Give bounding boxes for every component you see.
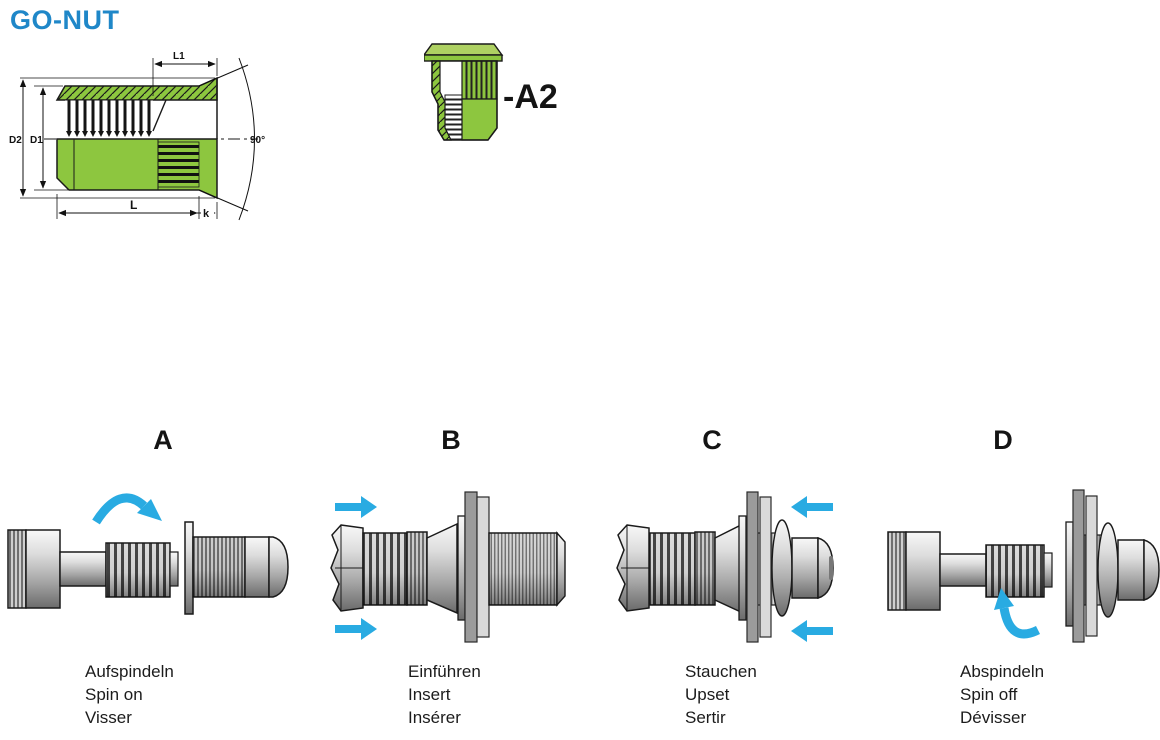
dim-d1: D1 — [30, 135, 43, 146]
spin-arrow — [92, 493, 148, 525]
rivet-nut-3d — [424, 43, 504, 141]
dim-l: L — [130, 198, 137, 212]
nut-body — [1117, 539, 1145, 601]
step-d-label: D — [993, 425, 1013, 455]
pull-arrow-bottom — [791, 620, 833, 642]
page-title: GO-NUT — [10, 5, 120, 35]
dim-l1: L1 — [173, 51, 185, 62]
tool-shaft — [59, 551, 107, 587]
tool-tip — [169, 551, 179, 587]
caption-line: Sertir — [685, 708, 726, 727]
spin-off-arrow — [999, 607, 1041, 639]
nut-body — [244, 536, 270, 598]
step-b-illustration — [330, 491, 566, 643]
step-c-illustration — [616, 491, 834, 643]
caption-line: Einführen — [408, 662, 481, 681]
workpiece-plate-dark — [464, 491, 478, 643]
nut-flange — [738, 515, 747, 621]
nut-end-chamfer — [556, 531, 566, 607]
tool-tip — [1043, 552, 1053, 588]
nut-bulge — [771, 519, 793, 617]
knurl-lines — [157, 141, 200, 188]
step-b-label: B — [441, 425, 461, 455]
pull-arrow-top — [791, 496, 833, 518]
caption-line: Insert — [408, 685, 451, 704]
variant-label: -A2 — [503, 78, 558, 116]
nut-nose-tip — [829, 556, 833, 580]
technical-drawing: D2 D1 L1 L k 90° — [9, 51, 265, 221]
tool-shaft — [939, 553, 987, 587]
section-upper-hatch — [55, 76, 218, 101]
step-c-caption: Stauchen Upset Sertir — [685, 660, 875, 729]
dim-k: k — [203, 208, 210, 220]
thread-runout-line — [152, 99, 167, 132]
flange-rim — [424, 54, 503, 62]
push-arrow-bottom — [335, 618, 377, 640]
step-a-label: A — [153, 425, 173, 455]
push-arrow-top — [335, 496, 377, 518]
flange-top — [424, 43, 504, 56]
tool-head — [905, 531, 941, 611]
nut-flange — [1065, 521, 1074, 627]
step-d-caption: Abspindeln Spin off Dévisser — [960, 660, 1150, 729]
step-d-illustration — [887, 489, 1160, 643]
tool-head-knurl — [7, 529, 27, 609]
body-outline — [431, 60, 498, 141]
workpiece-plate-light — [476, 496, 490, 638]
caption-line: Aufspindeln — [85, 662, 174, 681]
tool-nose-cone — [426, 522, 458, 615]
step-c-label: C — [702, 425, 722, 455]
step-a-illustration — [7, 493, 289, 615]
caption-line: Visser — [85, 708, 132, 727]
spline-section — [461, 60, 498, 100]
tool-head-knurl — [887, 531, 907, 611]
nut-flange — [457, 515, 466, 621]
nut-nose — [1143, 539, 1160, 601]
caption-line: Stauchen — [685, 662, 757, 681]
nut-nose — [268, 536, 289, 598]
dim-d2: D2 — [9, 135, 22, 146]
workpiece-plate-dark — [746, 491, 759, 643]
caption-line: Spin on — [85, 685, 143, 704]
caption-line: Spin off — [960, 685, 1018, 704]
caption-line: Upset — [685, 685, 730, 704]
step-a-caption: Aufspindeln Spin on Visser — [85, 660, 275, 729]
angle-arc — [238, 57, 255, 221]
bore — [440, 61, 462, 97]
nut-flange — [184, 521, 194, 615]
workpiece-plate-light — [1085, 495, 1098, 637]
workpiece-plate-light — [759, 496, 772, 638]
workpiece-plate-dark — [1072, 489, 1085, 643]
caption-line: Abspindeln — [960, 662, 1045, 681]
step-b-caption: Einführen Insert Insérer — [408, 660, 598, 729]
nut-body — [791, 537, 819, 599]
caption-line: Insérer — [408, 708, 461, 727]
nut-bulge — [1097, 522, 1119, 618]
internal-threads — [65, 100, 153, 137]
tool-head — [25, 529, 61, 609]
dim-angle: 90° — [250, 135, 265, 146]
caption-line: Dévisser — [960, 708, 1027, 727]
